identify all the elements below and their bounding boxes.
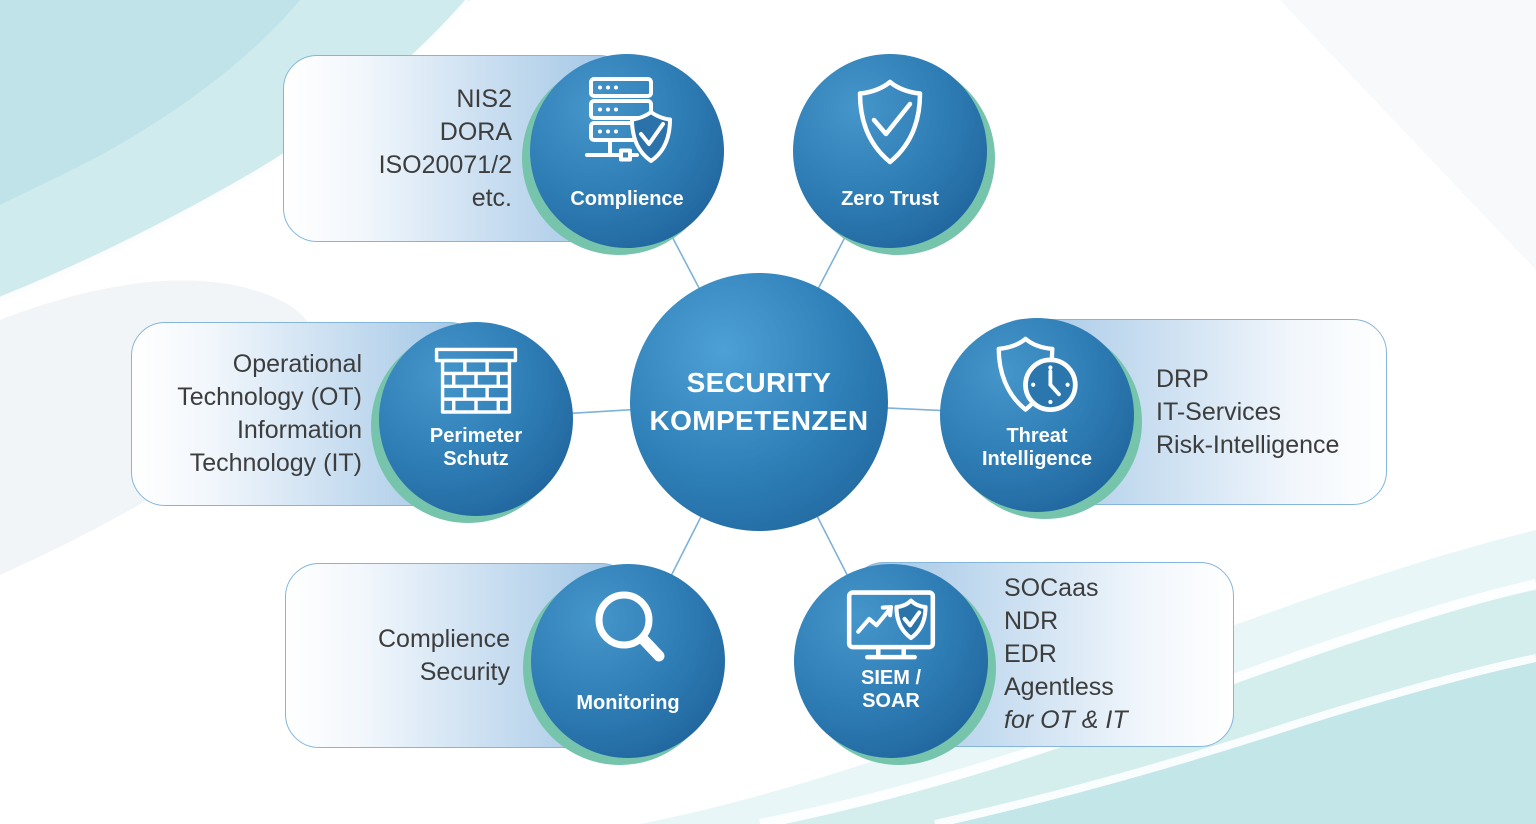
zero-trust-label: Zero Trust [793, 188, 987, 211]
center-node: SECURITY KOMPETENZEN [630, 273, 888, 531]
text-line: SOAR [862, 690, 920, 712]
siem-label: SIEM /SOAR [794, 667, 988, 713]
text-line: Schutz [443, 448, 509, 470]
brick-wall-icon [434, 347, 518, 414]
text-line: Information [236, 416, 362, 444]
text-line: SIEM / [860, 667, 921, 689]
text-line: EDR [1004, 640, 1057, 668]
text-line: Operational [232, 350, 362, 378]
text-line: Technology (IT) [189, 449, 362, 477]
text-line: Monitoring [576, 692, 680, 714]
shield-clock-icon [996, 336, 1078, 412]
text-line: ISO20071/2 [378, 150, 512, 179]
text-line: for OT & IT [1004, 706, 1128, 734]
text-line: NDR [1004, 607, 1059, 635]
text-line: Agentless [1004, 673, 1114, 701]
text-line: SOCaas [1004, 574, 1099, 602]
text-line: IT-Services [1156, 397, 1282, 426]
center-circle: SECURITY KOMPETENZEN [630, 273, 888, 531]
title-line-1: SECURITY [686, 367, 832, 398]
text-line: Perimeter [429, 425, 523, 447]
text-line: Technology (OT) [177, 383, 362, 411]
text-line: DRP [1156, 364, 1209, 393]
monitor-shield-icon [846, 590, 936, 660]
text-line: etc. [471, 183, 512, 212]
compliance-label: Complience [530, 188, 724, 211]
node-compliance: Complience [522, 54, 724, 255]
text-line: DORA [439, 117, 512, 146]
magnifier-icon [595, 591, 665, 662]
node-siem-soar: SIEM /SOAR [794, 564, 996, 765]
text-line: Security [419, 657, 510, 686]
text-line: Zero Trust [841, 188, 939, 210]
text-line: Complience [570, 188, 684, 210]
text-line: Threat [1006, 425, 1068, 447]
compliance-circle: Complience [530, 54, 724, 248]
monitoring-circle: Monitoring [531, 564, 725, 758]
server-shield-icon [585, 77, 672, 163]
zero-trust-circle: Zero Trust [793, 54, 987, 248]
monitoring-label: Monitoring [531, 692, 725, 715]
node-zero-trust: Zero Trust [793, 54, 995, 255]
text-line: Intelligence [981, 448, 1093, 470]
text-line: NIS2 [456, 84, 512, 113]
siem-circle: SIEM /SOAR [794, 564, 988, 758]
node-monitoring: Monitoring [523, 564, 725, 765]
diagram-title: SECURITY KOMPETENZEN [649, 364, 868, 440]
text-line: Complience [377, 624, 510, 653]
text-line: Risk-Intelligence [1156, 430, 1340, 459]
title-line-2: KOMPETENZEN [649, 405, 869, 436]
shield-check-icon [857, 79, 923, 165]
